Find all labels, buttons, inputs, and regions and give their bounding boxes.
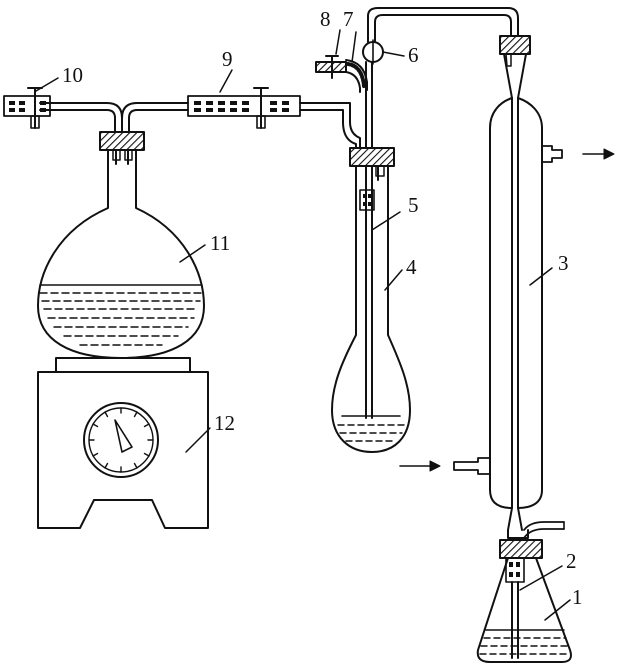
- label-5: 5: [408, 193, 419, 217]
- round-flask: [37, 131, 205, 359]
- dial-ticks: [88, 407, 154, 473]
- label-9: 9: [222, 47, 233, 71]
- valve-assembly: [315, 7, 519, 149]
- label-8: 8: [320, 7, 331, 31]
- tubing-9: [187, 69, 301, 129]
- label-4: 4: [406, 255, 417, 279]
- label-1: 1: [572, 585, 583, 609]
- condenser-3: [399, 35, 615, 531]
- label-11: 11: [210, 231, 230, 255]
- label-6: 6: [408, 43, 419, 67]
- clamp-10: [3, 77, 59, 129]
- labels: 10 9 8 7 6 5 4 3 2 1 11 12: [62, 7, 583, 609]
- label-7: 7: [343, 7, 354, 31]
- conical-flask: [476, 521, 572, 663]
- receiver-4: [331, 147, 411, 453]
- flask-tubes: [39, 102, 351, 133]
- dial-pointer: [114, 419, 133, 453]
- label-3: 3: [558, 251, 569, 275]
- label-10: 10: [62, 63, 83, 87]
- label-2: 2: [566, 549, 577, 573]
- heater-stand: [37, 357, 209, 529]
- label-12: 12: [214, 411, 235, 435]
